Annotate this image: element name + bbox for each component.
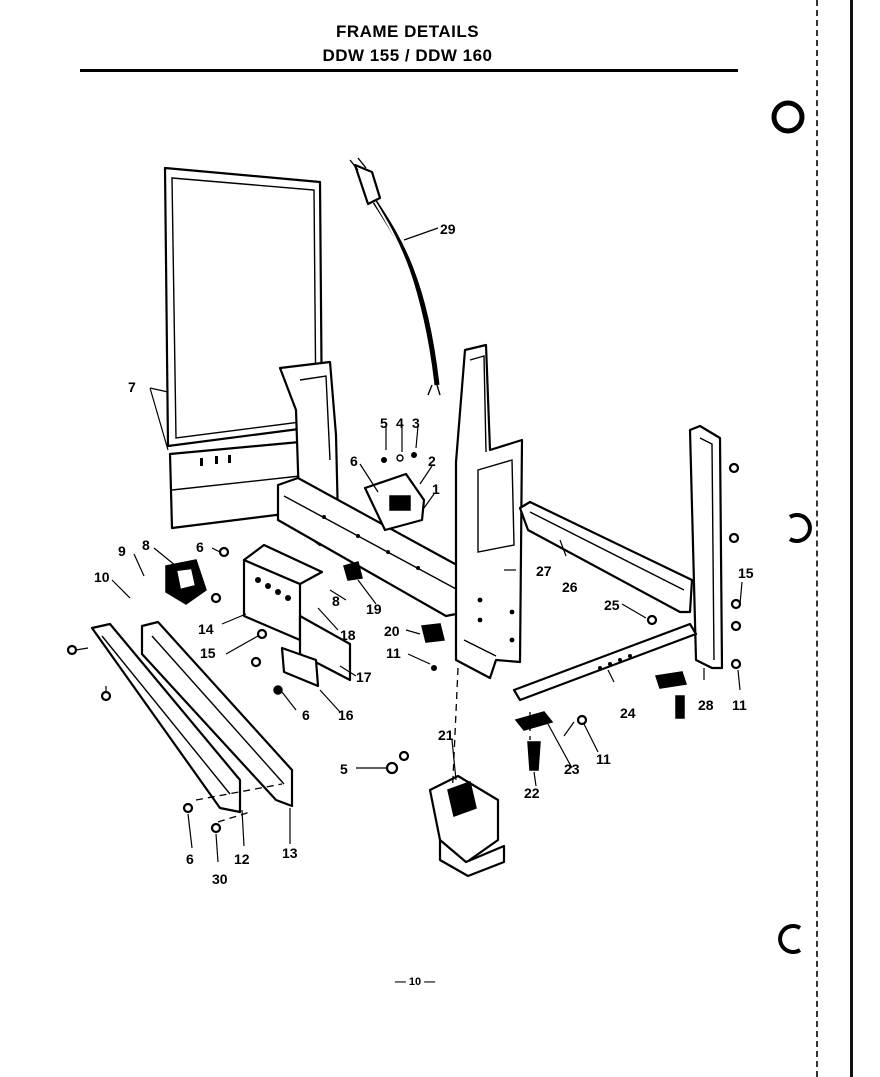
callout-15: 15 [200, 645, 216, 661]
callout-30: 30 [212, 871, 228, 887]
binder-hole [788, 513, 812, 543]
callout-11: 11 [386, 645, 401, 661]
callout-20: 20 [384, 623, 400, 639]
callout-6: 6 [186, 851, 194, 867]
diagram-subtitle: DDW 155 / DDW 160 [322, 46, 493, 65]
callout-8: 8 [332, 593, 340, 609]
callout-21: 21 [438, 727, 454, 743]
callout-6: 6 [350, 453, 358, 469]
assembly-lines [195, 667, 531, 823]
callout-15: 15 [738, 565, 754, 581]
callout-9: 9 [118, 543, 126, 559]
binder-hole [771, 100, 805, 134]
callout-5: 5 [380, 415, 388, 431]
callout-27: 27 [536, 563, 552, 579]
callout-26: 26 [562, 579, 578, 595]
callout-6: 6 [302, 707, 310, 723]
callout-16: 16 [338, 707, 354, 723]
page-edge-dashed [816, 0, 820, 1077]
leader-lines [111, 227, 743, 863]
callout-17: 17 [356, 669, 372, 685]
part-1-bracket [363, 452, 426, 532]
callout-7: 7 [128, 379, 136, 395]
callout-14: 14 [198, 621, 214, 637]
callout-24: 24 [620, 705, 636, 721]
callout-11: 11 [732, 697, 747, 713]
part-27-side-frame [454, 343, 524, 680]
binder-holes [771, 100, 812, 954]
diagram-title: FRAME DETAILS [335, 22, 480, 41]
callout-18: 18 [340, 627, 356, 643]
callout-3: 3 [412, 415, 420, 431]
callout-22: 22 [524, 785, 540, 801]
callout-12: 12 [234, 851, 250, 867]
callout-1: 1 [432, 481, 440, 497]
callout-11: 11 [596, 751, 611, 767]
callout-6: 6 [196, 539, 204, 555]
title-rule [80, 69, 738, 72]
callout-23: 23 [564, 761, 580, 777]
screws [66, 462, 742, 834]
callout-29: 29 [440, 221, 456, 237]
part-14-18-control-panel [242, 543, 324, 642]
part-17-cover [280, 614, 352, 688]
callout-10: 10 [94, 569, 110, 585]
part-21-leg [428, 774, 506, 878]
front-crossbar [276, 476, 468, 618]
callout-2: 2 [428, 453, 436, 469]
part-13-rail [140, 620, 294, 808]
page-number: — 10 — [394, 976, 436, 988]
callout-5: 5 [340, 761, 348, 777]
part-8-switch [165, 559, 207, 605]
binder-hole [778, 924, 802, 954]
part-28-post [688, 424, 724, 670]
callout-19: 19 [366, 601, 382, 617]
callout-4: 4 [396, 415, 404, 431]
callout-25: 25 [604, 597, 620, 613]
part-12-rail [90, 622, 242, 814]
part-24-base-rail [512, 622, 698, 702]
callout-13: 13 [282, 845, 298, 861]
small-hardware [343, 561, 687, 771]
callout-28: 28 [698, 697, 714, 713]
callout-labels: 7 29 5 4 3 2 1 6 27 26 15 25 28 11 24 11… [94, 221, 754, 887]
page-edge [850, 0, 853, 1077]
part-26-brace [518, 500, 694, 614]
callout-8: 8 [142, 537, 150, 553]
part-29-power-cord [349, 157, 441, 396]
